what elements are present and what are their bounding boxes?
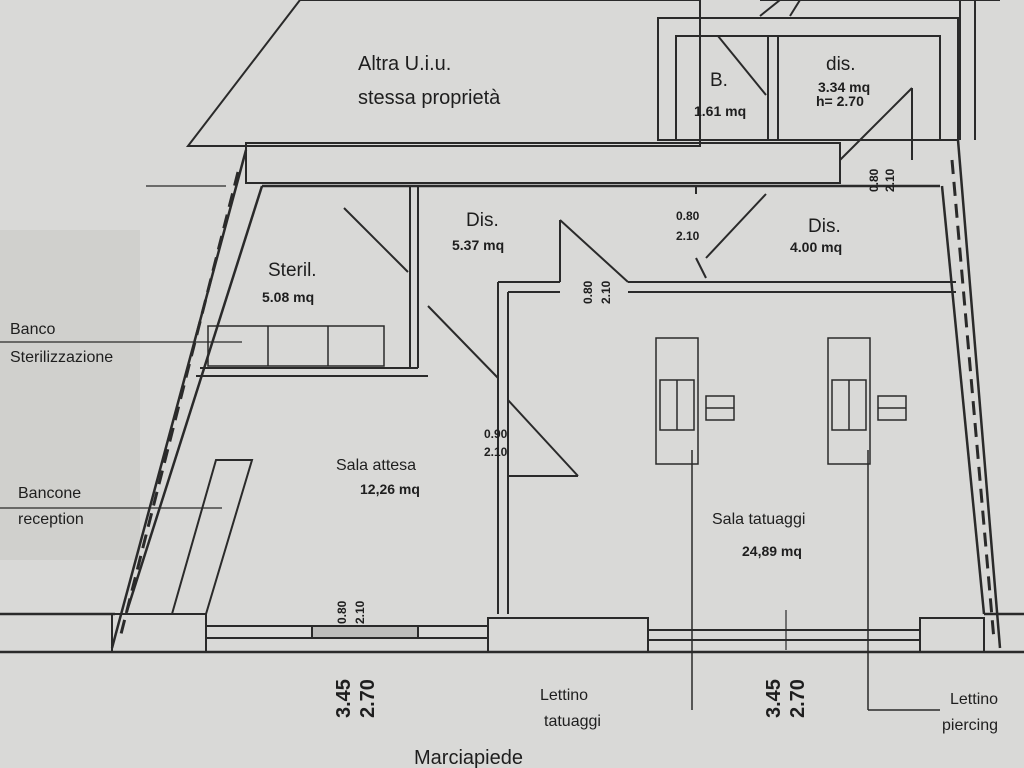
waiting-room-name: Sala attesa xyxy=(336,457,416,474)
door-entrance-height: 2.10 xyxy=(353,600,367,624)
bath-room-area: 1.61 mq xyxy=(694,103,746,119)
central-partitions xyxy=(427,87,956,614)
banco-label-line2: Sterilizzazione xyxy=(10,349,113,366)
tattoo-room-name: Sala tatuaggi xyxy=(712,511,805,528)
door-dis-left-width: 0.80 xyxy=(581,280,595,304)
tattoo-bed xyxy=(655,337,735,710)
window-right-width: 3.45 xyxy=(763,679,785,718)
bancone-label-line1: Bancone xyxy=(18,485,81,502)
door-dis-mid-width: 0.80 xyxy=(676,209,700,223)
right-dis-area: 4.00 mq xyxy=(790,239,842,255)
door-top-right-height: 2.10 xyxy=(883,168,897,192)
steril-room-area: 5.08 mq xyxy=(262,289,314,305)
top-dis-name: dis. xyxy=(826,54,856,75)
lettino-piercing-line2: piercing xyxy=(942,717,998,734)
steril-room-walls xyxy=(196,186,428,377)
door-dis-left-height: 2.10 xyxy=(599,280,613,304)
street-label: Marciapiede xyxy=(414,747,523,768)
paper-glare xyxy=(0,230,140,560)
steril-room-name: Steril. xyxy=(268,260,317,281)
door-waiting-width: 0.90 xyxy=(484,427,508,441)
door-entrance-width: 0.80 xyxy=(335,600,349,624)
wall-dash-lines xyxy=(118,159,996,641)
top-dis-area: 3.34 mq xyxy=(818,79,870,95)
tattoo-room-area: 24,89 mq xyxy=(742,543,802,559)
top-wall-strip xyxy=(245,142,841,184)
facade-openings xyxy=(111,613,985,653)
bancone-label-line2: reception xyxy=(18,511,84,528)
door-top-right-width: 0.80 xyxy=(867,168,881,192)
lettino-tatuaggi-line1: Lettino xyxy=(540,687,588,704)
door-dis-mid-height: 2.10 xyxy=(676,229,700,243)
neighbor-unit-label-line2: stessa proprietà xyxy=(358,87,501,109)
window-left-height: 2.70 xyxy=(357,679,379,718)
top-dis-height: h= 2.70 xyxy=(816,93,864,109)
left-dis-area: 5.37 mq xyxy=(452,237,504,253)
piercing-bed xyxy=(827,337,940,711)
neighbor-unit-label-line1: Altra U.i.u. xyxy=(358,53,451,75)
window-right-height: 2.70 xyxy=(787,679,809,718)
window-left-width: 3.45 xyxy=(333,679,355,718)
neighbor-unit-outline xyxy=(185,0,701,147)
lettino-tatuaggi-line2: tatuaggi xyxy=(544,713,601,730)
lettino-piercing-line1: Lettino xyxy=(950,691,998,708)
bath-room-name: B. xyxy=(710,70,728,91)
door-waiting-height: 2.10 xyxy=(484,445,508,459)
top-right-block xyxy=(657,0,1000,141)
reception-counter xyxy=(170,459,254,615)
sterilization-bench xyxy=(207,325,385,367)
leader-lines xyxy=(0,185,787,650)
left-dis-name: Dis. xyxy=(466,210,499,231)
waiting-room-area: 12,26 mq xyxy=(360,481,420,497)
right-dis-name: Dis. xyxy=(808,216,841,237)
banco-label-line1: Banco xyxy=(10,321,55,338)
